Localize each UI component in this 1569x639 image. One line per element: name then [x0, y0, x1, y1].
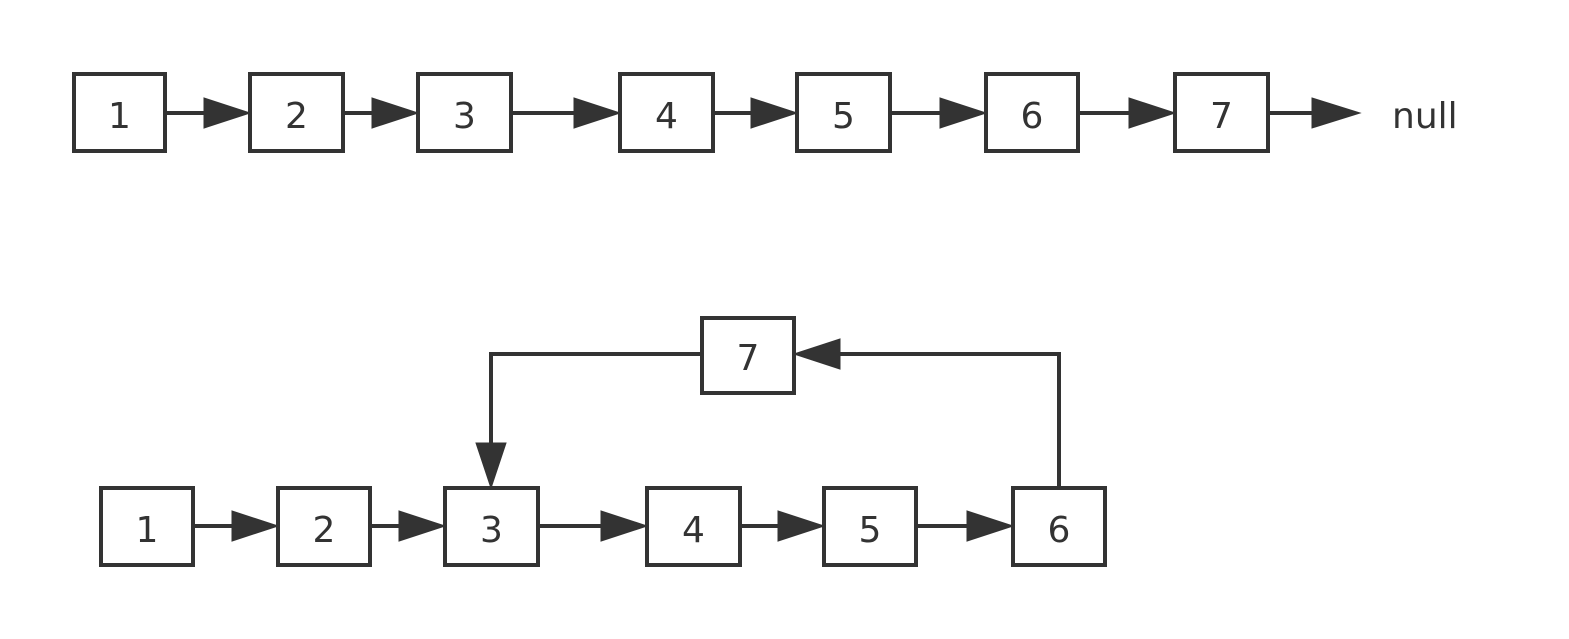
bottom-node-7: 7 — [700, 316, 796, 395]
top-node-4: 4 — [618, 72, 715, 153]
bottom-node-3: 3 — [443, 486, 540, 567]
bottom-node-6: 6 — [1011, 486, 1107, 567]
bottom-node-1-label: 1 — [136, 510, 159, 551]
top-node-2: 2 — [248, 72, 345, 153]
top-node-2-label: 2 — [285, 96, 308, 137]
top-node-6-label: 6 — [1021, 96, 1044, 137]
top-edge-4-5 — [713, 97, 799, 129]
top-edge-3-4 — [511, 97, 622, 129]
bottom-edge-3-4 — [538, 510, 649, 542]
top-node-7: 7 — [1173, 72, 1270, 153]
bottom-node-4: 4 — [645, 486, 742, 567]
top-edge-6-7 — [1078, 97, 1177, 129]
bottom-list: 7 1 2 3 4 5 6 — [99, 316, 1107, 567]
top-node-6: 6 — [984, 72, 1080, 153]
bottom-edge-5-6 — [916, 510, 1015, 542]
top-node-5-label: 5 — [832, 96, 855, 137]
null-terminal-label: null — [1392, 96, 1458, 137]
bottom-node-6-label: 6 — [1048, 510, 1071, 551]
top-edge-7-null — [1268, 97, 1362, 129]
top-node-1: 1 — [72, 72, 167, 153]
bottom-node-2: 2 — [276, 486, 372, 567]
top-node-4-label: 4 — [655, 96, 678, 137]
top-edge-2-3 — [343, 97, 420, 129]
bottom-edge-1-2 — [193, 510, 280, 542]
bottom-node-5: 5 — [822, 486, 918, 567]
top-node-5: 5 — [795, 72, 892, 153]
top-node-3-label: 3 — [453, 96, 476, 137]
top-edge-1-2 — [165, 97, 252, 129]
top-list: 1 2 3 4 5 6 7 null — [72, 72, 1458, 153]
bottom-edge-7-3 — [475, 352, 702, 490]
top-node-1-label: 1 — [108, 96, 131, 137]
bottom-node-2-label: 2 — [313, 510, 336, 551]
bottom-edge-6-7 — [792, 338, 1061, 488]
bottom-edge-2-3 — [370, 510, 447, 542]
bottom-node-5-label: 5 — [859, 510, 882, 551]
bottom-node-1: 1 — [99, 486, 195, 567]
top-edge-5-6 — [890, 97, 988, 129]
bottom-node-7-label: 7 — [737, 338, 760, 379]
top-node-3: 3 — [416, 72, 513, 153]
bottom-node-4-label: 4 — [682, 510, 705, 551]
top-node-7-label: 7 — [1210, 96, 1233, 137]
bottom-edge-4-5 — [740, 510, 826, 542]
bottom-node-3-label: 3 — [480, 510, 503, 551]
